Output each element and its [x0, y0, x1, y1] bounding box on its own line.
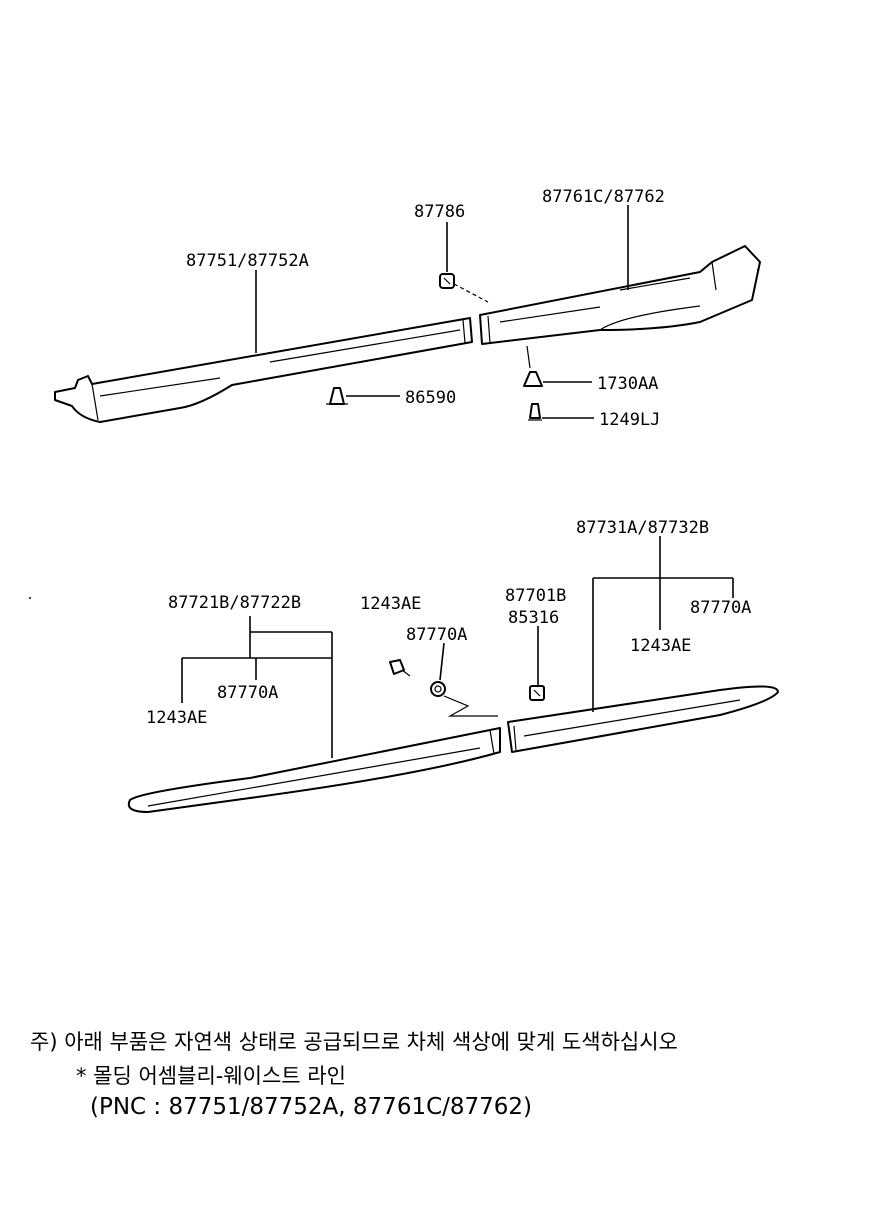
label-87721b-87722b: 87721B/87722B: [168, 593, 301, 613]
note-line-3: (PNC : 87751/87752A, 87761C/87762): [90, 1094, 533, 1120]
label-1730aa: 1730AA: [597, 374, 658, 394]
clip-87770a-icon: [430, 681, 446, 697]
label-87761c-87762: 87761C/87762: [542, 187, 665, 207]
side-molding-rear: [507, 685, 779, 753]
label-85316: 85316: [508, 608, 559, 628]
label-87751-87752a: 87751/87752A: [186, 251, 309, 271]
waist-molding-rear: [479, 245, 761, 345]
clip-86590-icon: [326, 387, 348, 405]
note-line-1: 주) 아래 부품은 자연색 상태로 공급되므로 차체 색상에 맞게 도색하십시오: [30, 1030, 678, 1054]
label-1243ae-left: 1243AE: [146, 708, 207, 728]
label-86590: 86590: [405, 388, 456, 408]
clip-87786-icon: [439, 273, 455, 289]
screw-1249lj-icon: [528, 403, 542, 421]
screw-1243ae-icon: [389, 659, 411, 677]
label-1249lj: 1249LJ: [599, 410, 660, 430]
waist-molding-front: [54, 317, 473, 423]
label-87701b: 87701B: [505, 586, 566, 606]
label-1243ae-right: 1243AE: [630, 636, 691, 656]
label-87770a-left: 87770A: [217, 683, 278, 703]
label-87770a-right: 87770A: [690, 598, 751, 618]
side-molding-front: [127, 727, 501, 813]
clip-87701b-icon: [529, 685, 545, 701]
label-87731a-87732b: 87731A/87732B: [576, 518, 709, 538]
label-1243ae-mid: 1243AE: [360, 594, 421, 614]
clip-1730aa-icon: [523, 371, 543, 387]
label-87786: 87786: [414, 202, 465, 222]
label-87770a-mid: 87770A: [406, 625, 467, 645]
note-line-2: * 몰딩 어셈블리-웨이스트 라인: [76, 1064, 346, 1088]
